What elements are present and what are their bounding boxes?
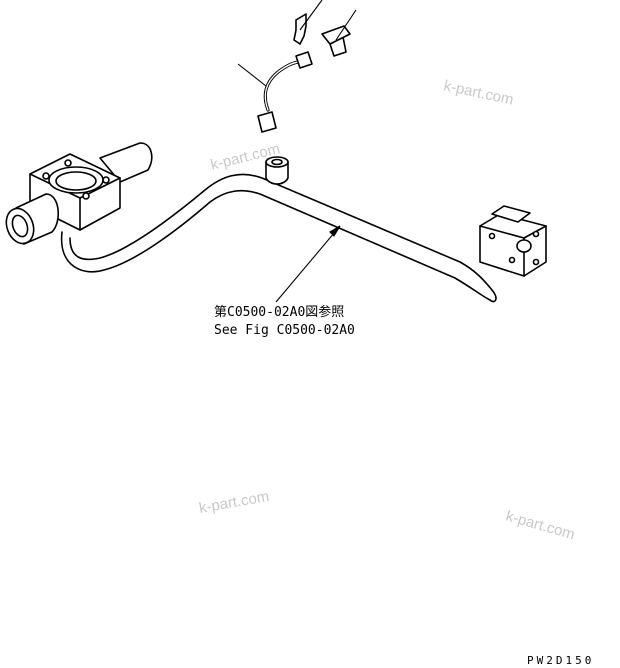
leader-bolt xyxy=(335,9,357,41)
clamp xyxy=(293,13,307,45)
connector xyxy=(295,51,313,69)
bolt-hole xyxy=(532,230,540,238)
bolt xyxy=(321,25,351,57)
leader-arrowhead xyxy=(329,225,341,237)
sensor-wire-inner xyxy=(264,61,301,111)
bolt-hole xyxy=(64,159,72,167)
pipe-inner-edge xyxy=(60,189,491,301)
right-port xyxy=(516,239,532,253)
watermark-top-right: k-part.com xyxy=(442,77,515,108)
bolt-hole xyxy=(488,232,496,240)
boss-hole xyxy=(271,158,283,166)
clamp-body xyxy=(293,13,307,45)
bolt-hole xyxy=(532,258,540,266)
boss-body xyxy=(265,161,289,185)
right-flange-lug xyxy=(491,205,531,223)
sensor-boss xyxy=(265,156,289,185)
pipe-bend-right xyxy=(489,289,497,303)
pipe xyxy=(60,173,497,303)
callout-line-jp: 第C0500-02A0図参照 xyxy=(214,304,344,320)
bolt-head xyxy=(321,25,351,45)
leader-wire xyxy=(237,63,267,87)
bolt-hole xyxy=(508,256,516,264)
leader-lines xyxy=(237,0,357,303)
leader-clamp xyxy=(299,0,323,31)
right-flange-block xyxy=(479,213,547,277)
left-flange-top xyxy=(29,173,121,231)
left-port-inner xyxy=(55,171,97,191)
callout-line-en: See Fig C0500-02A0 xyxy=(214,323,355,338)
right-flange xyxy=(479,205,547,277)
left-fitting xyxy=(5,142,153,245)
bolt-hole xyxy=(102,176,110,184)
watermark-center: k-part.com xyxy=(198,488,271,517)
sensor-nut xyxy=(257,111,277,133)
left-stub-pipe xyxy=(99,142,153,183)
left-coupling-bore xyxy=(11,214,29,238)
pipe-outer-edge xyxy=(69,173,493,291)
leader-pipe xyxy=(275,225,341,303)
watermark-bottom-right: k-part.com xyxy=(504,508,577,544)
bolt-hole xyxy=(42,172,50,180)
bolt-hole xyxy=(82,192,90,200)
drawing-code: PW2D150 xyxy=(527,654,594,667)
temperature-sensor xyxy=(257,51,313,133)
